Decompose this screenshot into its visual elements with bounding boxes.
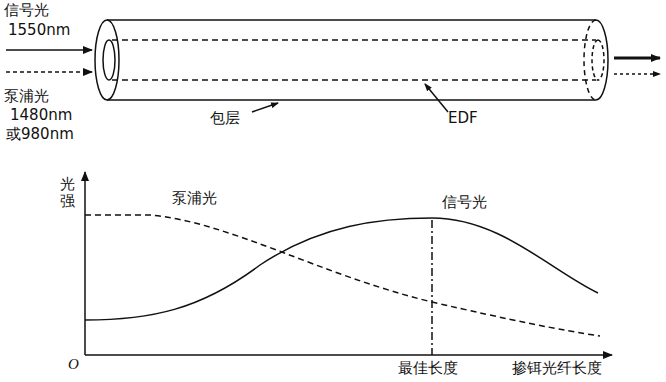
pump-light-label: 泵浦光: [4, 88, 49, 105]
axis-label: 掺铒光纤长度: [512, 360, 602, 377]
position-label: 最佳长度: [398, 360, 458, 377]
signal-light-label: 信号光: [4, 2, 49, 19]
edf-label: EDF: [448, 110, 478, 127]
wavelength-label: 1550nm: [8, 22, 70, 39]
curve-label: 信号光: [442, 194, 487, 211]
origin-label: O: [68, 356, 79, 373]
cladding-label: 包层: [210, 110, 240, 127]
axis-label: 光强: [60, 176, 75, 209]
wavelength-label: 或980nm: [6, 126, 74, 143]
wavelength-label: 1480nm: [10, 107, 72, 124]
curve-label: 泵浦光: [172, 190, 217, 207]
